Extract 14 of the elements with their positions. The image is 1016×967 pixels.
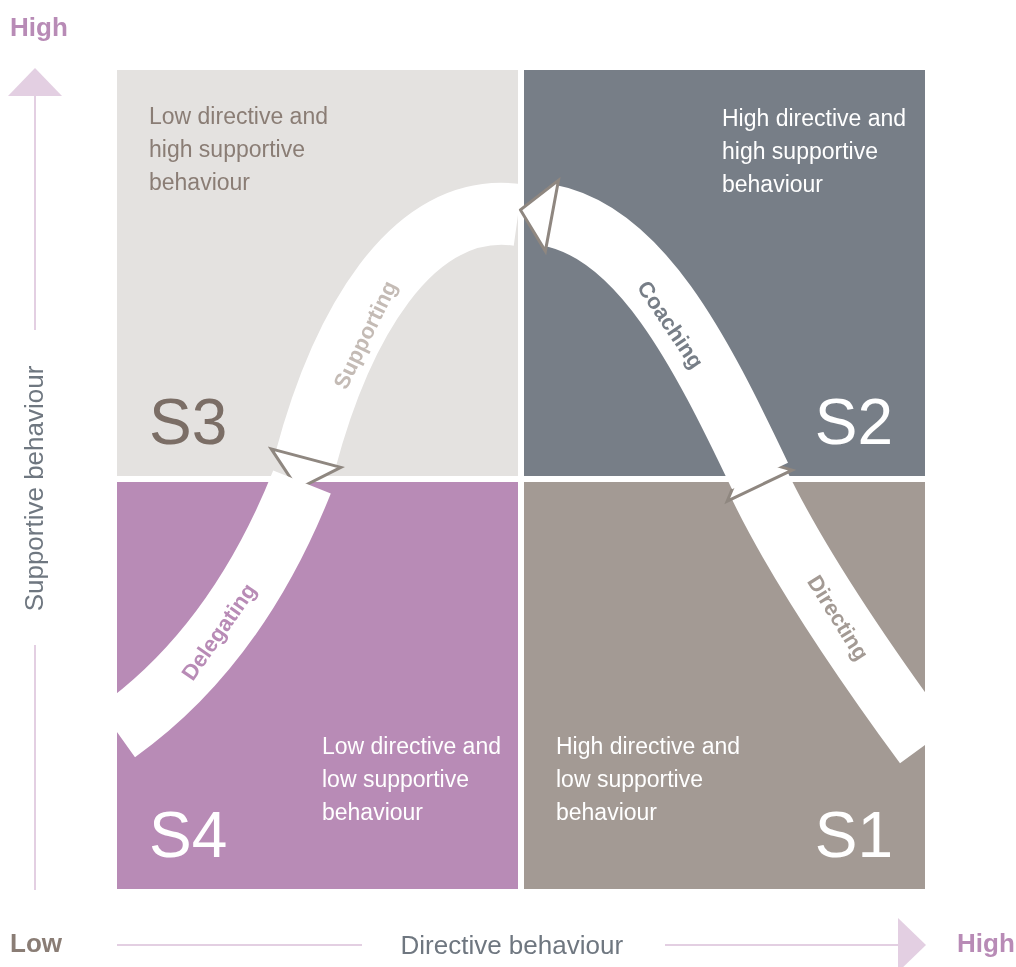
axis-end-label: High	[957, 928, 1015, 959]
axis-title: Supportive behaviour	[19, 365, 51, 611]
quadrant-description: Low directive and high supportive behaviour	[149, 102, 329, 197]
quadrant-description: High directive and high supportive behaviour	[722, 104, 907, 199]
flow-arrow	[519, 179, 788, 490]
quadrant-code: S2	[814, 390, 893, 454]
quadrant-code: S4	[149, 803, 228, 867]
quadrant-code: S3	[149, 390, 228, 454]
quadrant-code: S1	[814, 803, 893, 867]
axis-end-label: High	[10, 12, 68, 43]
axis-end-label: Low	[10, 928, 62, 959]
quadrant-description: High directive and low supportive behaviour	[556, 732, 741, 827]
quadrant-description: Low directive and low supportive behaviour	[322, 732, 502, 827]
axis-title: Directive behaviour	[400, 929, 624, 961]
